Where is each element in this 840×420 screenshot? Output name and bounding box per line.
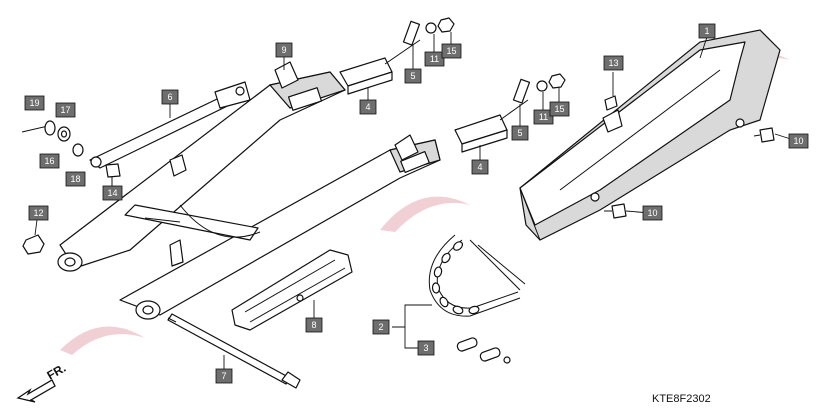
- bolt-10-upper: [753, 127, 775, 143]
- leader-lines: [34, 32, 798, 369]
- front-arrow-icon: [16, 379, 56, 403]
- svg-text:17: 17: [60, 105, 70, 115]
- callout-15a: 15: [441, 43, 462, 59]
- pivot-bolt: [167, 313, 301, 389]
- svg-text:9: 9: [281, 45, 286, 55]
- callout-7: 7: [215, 368, 233, 384]
- svg-text:15: 15: [554, 104, 564, 114]
- svg-text:19: 19: [29, 98, 39, 108]
- svg-text:1: 1: [704, 26, 709, 36]
- chain-links: [431, 241, 480, 315]
- svg-text:10: 10: [793, 136, 803, 146]
- svg-text:13: 13: [608, 58, 618, 68]
- pivot-nut: [22, 234, 45, 255]
- svg-text:5: 5: [517, 128, 522, 138]
- torque-link: [89, 81, 251, 169]
- callout-18: 18: [65, 171, 86, 187]
- svg-text:18: 18: [70, 174, 80, 184]
- callout-1: 1: [698, 23, 716, 39]
- callout-6: 6: [161, 89, 179, 105]
- callout-8: 8: [305, 317, 323, 333]
- callout-12: 12: [28, 205, 49, 221]
- svg-text:11: 11: [430, 54, 439, 64]
- svg-text:4: 4: [365, 102, 370, 112]
- callout-17: 17: [55, 102, 76, 118]
- svg-text:2: 2: [378, 322, 383, 332]
- svg-text:6: 6: [167, 92, 172, 102]
- callout-3: 3: [417, 340, 435, 356]
- callout-11a: 11: [424, 51, 445, 67]
- callout-5b: 5: [511, 125, 529, 141]
- bolt-10-lower: [604, 203, 627, 219]
- svg-text:4: 4: [477, 162, 482, 172]
- callout-19: 19: [24, 95, 45, 111]
- diagram-code: KTE8F2302: [652, 393, 711, 405]
- callout-16: 16: [39, 153, 60, 169]
- callout-15b: 15: [549, 101, 570, 117]
- svg-text:5: 5: [410, 71, 415, 81]
- callout-10a: 10: [788, 133, 809, 149]
- svg-text:10: 10: [647, 208, 657, 218]
- drive-chain: [428, 234, 526, 364]
- svg-text:7: 7: [221, 371, 226, 381]
- svg-text:8: 8: [311, 320, 316, 330]
- bolt-14: [105, 163, 121, 186]
- callout-11b: 11: [533, 109, 554, 125]
- svg-text:11: 11: [539, 112, 548, 122]
- callout-10b: 10: [642, 205, 663, 221]
- callout-4b: 4: [471, 159, 489, 175]
- front-label: FR.: [45, 361, 69, 383]
- callout-14: 14: [102, 185, 123, 201]
- chain-adjuster-upper: [339, 17, 455, 95]
- swingarm: [57, 61, 441, 320]
- svg-text:12: 12: [33, 208, 43, 218]
- chain-slider: [231, 249, 353, 331]
- front-direction-indicator: FR.: [16, 361, 69, 403]
- svg-text:16: 16: [44, 156, 54, 166]
- callout-13: 13: [603, 55, 624, 71]
- chain-adjuster-lower: [454, 73, 566, 153]
- svg-text:14: 14: [107, 188, 117, 198]
- master-link: [456, 337, 511, 364]
- svg-text:15: 15: [446, 46, 456, 56]
- callout-9: 9: [275, 42, 293, 58]
- callout-5a: 5: [404, 68, 422, 84]
- callout-4a: 4: [359, 99, 377, 115]
- chain-case: [519, 29, 781, 241]
- svg-text:3: 3: [423, 343, 428, 353]
- small-fasteners: [21, 120, 84, 157]
- callout-2: 2: [372, 319, 390, 335]
